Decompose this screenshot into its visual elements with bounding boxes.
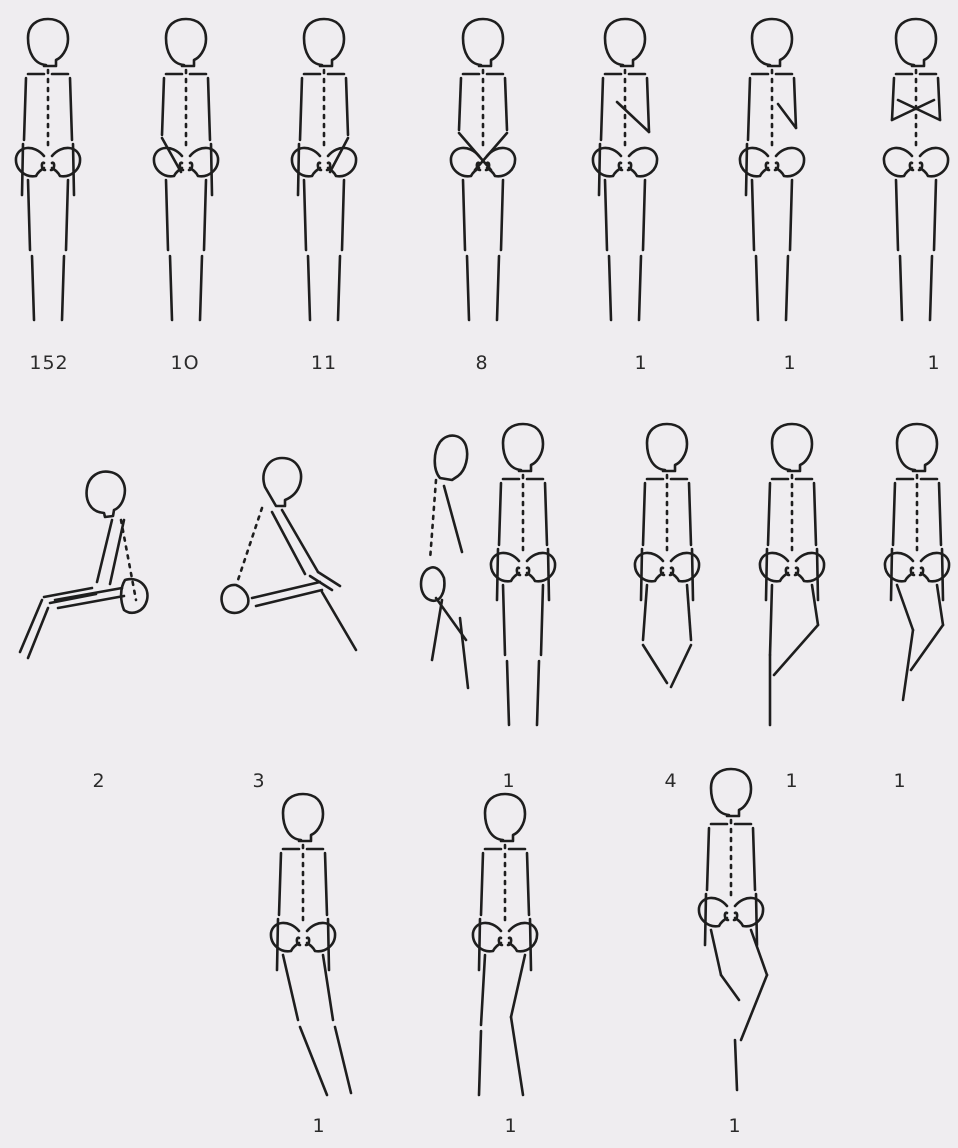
figure-count: 1	[502, 770, 515, 792]
figure-count: 1	[893, 770, 906, 792]
skeleton-figure	[740, 19, 804, 320]
skeleton-figure	[473, 794, 537, 1095]
figure-count: 1	[927, 352, 940, 374]
figure-count: 11	[311, 352, 337, 374]
skeleton-figure	[491, 424, 555, 725]
skeleton-figure	[451, 19, 515, 320]
figure-count: 1O	[170, 352, 199, 374]
seated-skeleton	[222, 458, 356, 650]
figure-count: 1	[504, 1115, 517, 1137]
side-lying-skeleton	[421, 436, 468, 688]
skeleton-figure	[292, 19, 356, 320]
skeleton-figure	[154, 19, 218, 320]
skeleton-figure	[699, 769, 767, 1090]
skeleton-figure	[635, 424, 699, 687]
skeleton-figure	[760, 424, 824, 725]
seated-skeleton	[20, 472, 147, 658]
skeleton-figure	[16, 19, 80, 320]
skeleton-figure	[885, 424, 949, 700]
figure-count: 1	[634, 352, 647, 374]
figure-count: 2	[92, 770, 105, 792]
figure-count: 1	[728, 1115, 741, 1137]
figure-count: 8	[475, 352, 488, 374]
figure-count: 1	[312, 1115, 325, 1137]
figure-count: 3	[252, 770, 265, 792]
figure-count: 1	[785, 770, 798, 792]
figure-count: 152	[29, 352, 68, 374]
skeleton-figure	[593, 19, 657, 320]
skeleton-figure	[884, 19, 948, 320]
skeleton-figure	[271, 794, 351, 1095]
figure-count: 4	[664, 770, 677, 792]
figure-count: 1	[783, 352, 796, 374]
